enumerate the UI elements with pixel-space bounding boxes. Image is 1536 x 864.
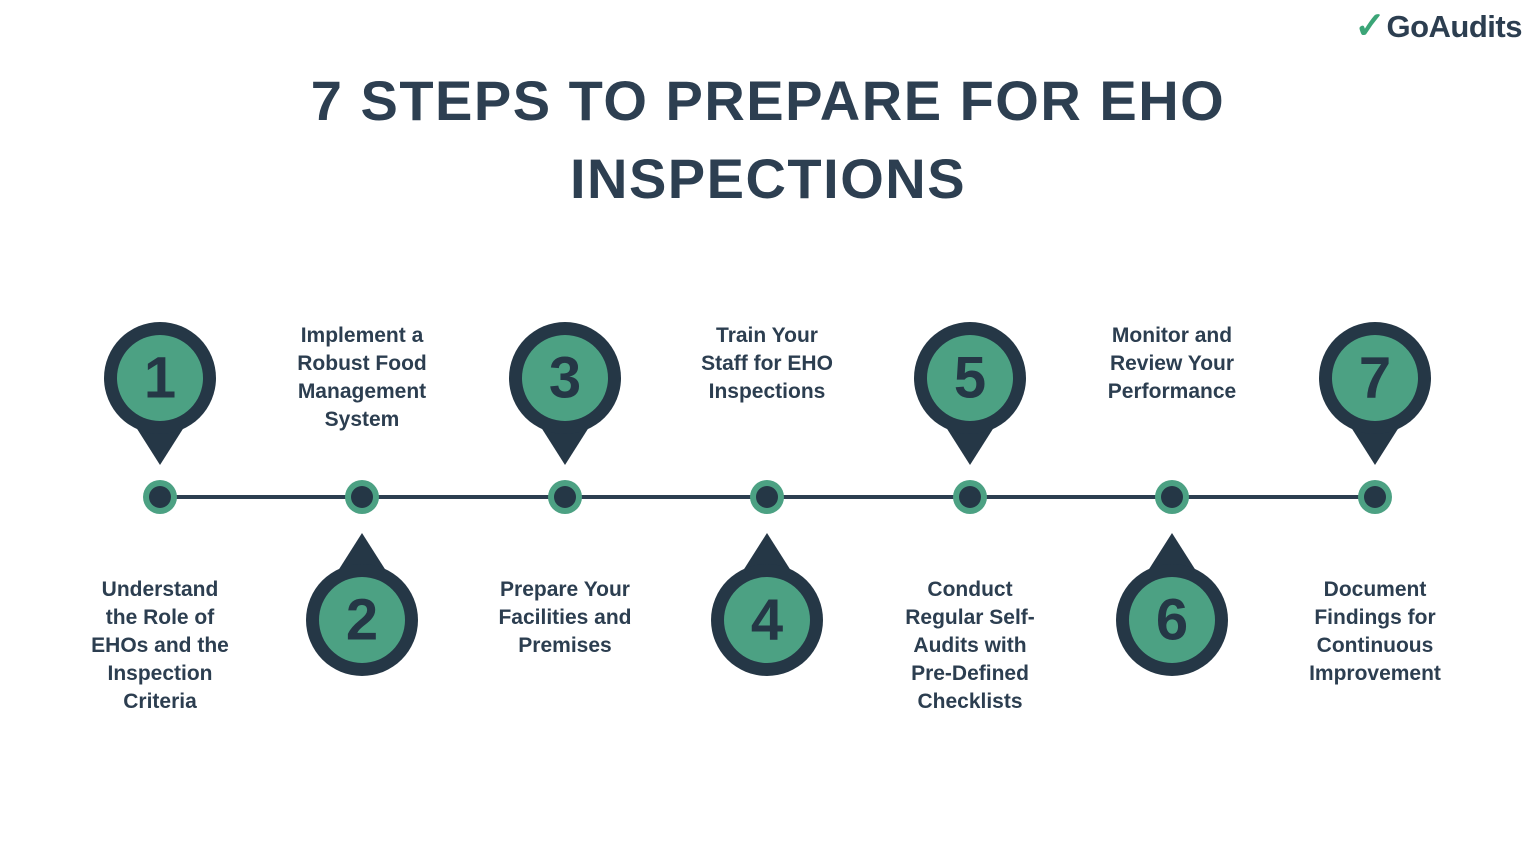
step-3-label: Prepare Your Facilities and Premises bbox=[498, 578, 632, 657]
step-6-number: 6 bbox=[1156, 588, 1188, 653]
step-6-timeline-dot bbox=[1155, 480, 1189, 514]
step-1-timeline-dot bbox=[143, 480, 177, 514]
step-3-dot-core bbox=[554, 486, 576, 508]
step-4-label: Train Your Staff for EHO Inspections bbox=[701, 324, 833, 403]
step-4-dot-core bbox=[756, 486, 778, 508]
step-7-dot-core bbox=[1364, 486, 1386, 508]
step-2-pin-marker: 2 bbox=[306, 533, 418, 676]
logo-text: GoAudits bbox=[1386, 8, 1523, 44]
step-4-pin-marker: 4 bbox=[711, 533, 823, 676]
checkmark-icon: ✓ bbox=[1354, 5, 1386, 46]
step-7-timeline-dot bbox=[1358, 480, 1392, 514]
step-6-dot-core bbox=[1161, 486, 1183, 508]
step-3-number: 3 bbox=[549, 346, 581, 411]
step-4-timeline-dot bbox=[750, 480, 784, 514]
step-6-pin-marker: 6 bbox=[1116, 533, 1228, 676]
page-title: 7 STEPS TO PREPARE FOR EHO INSPECTIONS bbox=[310, 69, 1226, 210]
step-1-number: 1 bbox=[144, 346, 176, 411]
step-5-number: 5 bbox=[954, 346, 986, 411]
step-4-number: 4 bbox=[751, 588, 783, 653]
step-2-number: 2 bbox=[346, 588, 378, 653]
goaudits-logo: ✓ GoAudits bbox=[1354, 5, 1523, 46]
step-7-number: 7 bbox=[1359, 346, 1391, 411]
step-7-label: Document Findings for Continuous Improve… bbox=[1309, 578, 1441, 685]
step-2-label: Implement a Robust Food Management Syste… bbox=[297, 324, 427, 431]
step-5-dot-core bbox=[959, 486, 981, 508]
step-1-dot-core bbox=[149, 486, 171, 508]
step-5-pin-marker: 5 bbox=[914, 322, 1026, 465]
step-2-dot-core bbox=[351, 486, 373, 508]
step-5-timeline-dot bbox=[953, 480, 987, 514]
step-7-pin-marker: 7 bbox=[1319, 322, 1431, 465]
step-3-timeline-dot bbox=[548, 480, 582, 514]
step-3-pin-marker: 3 bbox=[509, 322, 621, 465]
step-1-pin-marker: 1 bbox=[104, 322, 216, 465]
step-1-label: Understand the Role of EHOs and the Insp… bbox=[91, 578, 229, 713]
step-5-label: Conduct Regular Self- Audits with Pre-De… bbox=[905, 578, 1035, 713]
step-6-label: Monitor and Review Your Performance bbox=[1107, 324, 1237, 403]
step-2-timeline-dot bbox=[345, 480, 379, 514]
